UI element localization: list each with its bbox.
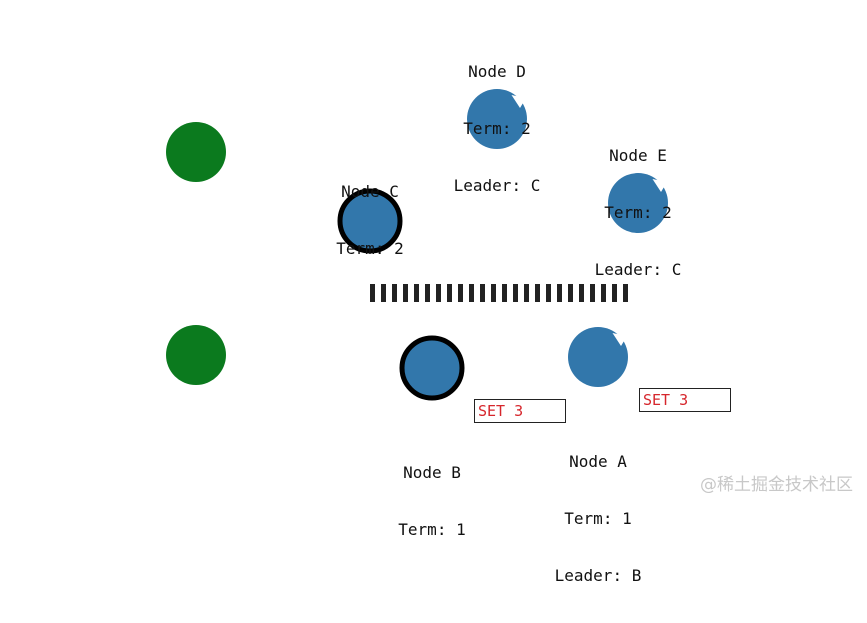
node-c-label: Node C Term: 2: [310, 144, 430, 296]
partition-segment: [546, 284, 551, 302]
partition-segment: [403, 284, 408, 302]
client-bottom: [166, 325, 226, 385]
partition-segment: [612, 284, 617, 302]
partition-segment: [590, 284, 595, 302]
node-a-circle: [568, 327, 628, 387]
node-a-term: Term: 1: [564, 509, 632, 528]
partition-segment: [447, 284, 452, 302]
partition-segment: [392, 284, 397, 302]
partition-segment: [579, 284, 584, 302]
node-c-term: Term: 2: [336, 239, 404, 258]
partition-segment: [458, 284, 463, 302]
partition-segment: [513, 284, 518, 302]
node-d-term: Term: 2: [463, 119, 531, 138]
partition-segment: [436, 284, 441, 302]
partition-segment: [381, 284, 386, 302]
node-b-log-entry: SET 3: [474, 399, 566, 423]
node-b-label: Node B Term: 1: [372, 425, 492, 577]
node-a-leader: Leader: B: [554, 566, 642, 585]
node-a-label: Node A Term: 1 Leader: B: [538, 414, 658, 623]
network-partition: [370, 284, 628, 302]
node-a-name: Node A: [569, 452, 627, 471]
node-a-log-entry: SET 3: [639, 388, 731, 412]
node-d-label: Node D Term: 2 Leader: C: [437, 24, 557, 233]
node-a-log-text: SET 3: [643, 391, 689, 409]
partition-segment: [502, 284, 507, 302]
partition-segment: [568, 284, 573, 302]
partition-segment: [557, 284, 562, 302]
node-e-leader: Leader: C: [594, 260, 682, 279]
diagram-canvas: [166, 89, 668, 401]
node-b-log-text: SET 3: [478, 402, 524, 420]
partition-segment: [535, 284, 540, 302]
raft-network-partition-diagram: Node D Term: 2 Leader: C Node E Term: 2 …: [166, 24, 853, 585]
node-e-label: Node E Term: 2 Leader: C: [578, 108, 698, 317]
node-b-circle: [399, 335, 465, 401]
node-e-name: Node E: [609, 146, 667, 165]
partition-segment: [601, 284, 606, 302]
node-d-name: Node D: [468, 62, 526, 81]
partition-segment: [469, 284, 474, 302]
client-top: [166, 122, 226, 182]
partition-segment: [623, 284, 628, 302]
node-b-name: Node B: [403, 463, 461, 482]
node-d-leader: Leader: C: [453, 176, 541, 195]
node-e-term: Term: 2: [604, 203, 672, 222]
node-c-name: Node C: [341, 182, 399, 201]
node-b-term: Term: 1: [398, 520, 466, 539]
partition-segment: [425, 284, 430, 302]
partition-segment: [414, 284, 419, 302]
partition-segment: [491, 284, 496, 302]
partition-segment: [524, 284, 529, 302]
node-d-circle: [467, 89, 527, 149]
watermark: @稀土掘金技术社区: [700, 475, 853, 495]
node-e-circle: [608, 173, 668, 233]
partition-segment: [480, 284, 485, 302]
partition-segment: [370, 284, 375, 302]
node-c-circle: [337, 188, 403, 254]
